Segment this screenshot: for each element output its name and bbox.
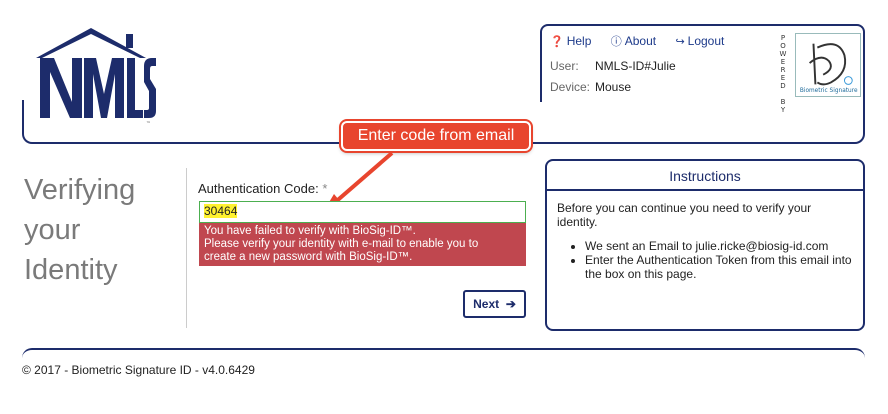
device-key: Device: xyxy=(550,80,591,94)
instructions-panel: Instructions Before you can continue you… xyxy=(545,159,865,331)
help-link[interactable]: ❓Help xyxy=(550,34,592,48)
svg-text:™: ™ xyxy=(146,121,151,126)
user-key: User: xyxy=(550,59,579,73)
next-button[interactable]: Next ➔ xyxy=(463,290,526,318)
auth-code-label: Authentication Code: * xyxy=(198,181,328,196)
question-circle-icon: ❓ xyxy=(550,36,564,48)
footer-divider xyxy=(22,348,865,358)
info-circle-icon: ⓘ xyxy=(610,36,622,48)
footer-copyright: © 2017 - Biometric Signature ID - v4.0.6… xyxy=(22,363,255,377)
instructions-list: We sent an Email to julie.ricke@biosig-i… xyxy=(585,239,853,281)
svg-text:Biometric Signature: Biometric Signature xyxy=(800,88,858,94)
user-value: NMLS-ID#Julie xyxy=(595,59,676,73)
list-item: Enter the Authentication Token from this… xyxy=(585,253,853,281)
logout-icon: ↪ xyxy=(675,36,685,48)
arrow-right-icon: ➔ xyxy=(502,297,516,311)
header-panel xyxy=(540,24,865,102)
biosig-logo: Biometric Signature xyxy=(795,33,861,97)
required-mark: * xyxy=(322,181,328,196)
user-info: User: NMLS-ID#Julie xyxy=(550,59,676,73)
instructions-title: Instructions xyxy=(547,161,863,191)
callout-annotation: Enter code from email xyxy=(341,121,531,151)
auth-code-input[interactable]: 30464 xyxy=(199,201,526,223)
vertical-divider xyxy=(186,168,187,328)
nmls-logo: ™ xyxy=(36,28,156,126)
page-title: Verifying your Identity xyxy=(24,174,136,286)
error-message: You have failed to verify with BioSig-ID… xyxy=(199,223,526,266)
device-value: Mouse xyxy=(595,80,632,94)
instructions-intro: Before you can continue you need to veri… xyxy=(557,201,812,229)
logout-link[interactable]: ↪Logout xyxy=(675,34,725,48)
auth-code-value: 30464 xyxy=(204,204,238,218)
device-info: Device: Mouse xyxy=(550,80,631,94)
list-item: We sent an Email to julie.ricke@biosig-i… xyxy=(585,239,853,253)
